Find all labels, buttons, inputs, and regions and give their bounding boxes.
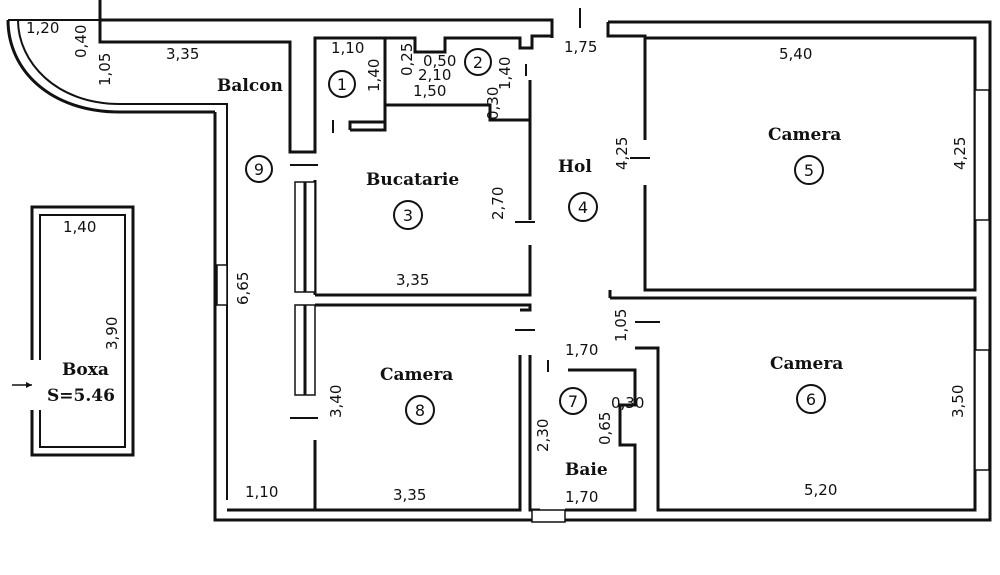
label-camera5: Camera (768, 125, 841, 145)
room-number-6: 6 (806, 390, 816, 409)
room-number-9: 9 (254, 160, 264, 179)
dim-5-20: 5,20 (804, 481, 837, 499)
room-number-2: 2 (473, 53, 483, 72)
room-labels: Balcon Bucatarie Hol Camera Camera Camer… (47, 76, 843, 480)
dim-4-25-a: 4,25 (613, 137, 631, 170)
door-marks (290, 8, 660, 419)
dim-3-35-mid: 3,35 (396, 271, 429, 289)
dim-1-40-a: 1,40 (365, 59, 383, 92)
dim-0-40: 0,40 (72, 25, 90, 58)
room-number-8: 8 (415, 401, 425, 420)
label-hol: Hol (558, 157, 592, 177)
dim-1-75: 1,75 (564, 38, 597, 56)
dim-0-50: 0,50 (423, 52, 456, 70)
dim-2-70: 2,70 (489, 187, 507, 220)
dim-3-35-top: 3,35 (166, 45, 199, 63)
dim-3-50: 3,50 (949, 385, 967, 418)
label-camera6: Camera (770, 354, 843, 374)
room-number-5: 5 (804, 161, 814, 180)
dim-3-90: 3,90 (103, 317, 121, 350)
room-number-7: 7 (568, 392, 578, 411)
dim-0-65: 0,65 (596, 412, 614, 445)
room-numbers: 1 2 9 3 4 5 6 8 7 (245, 48, 826, 425)
dim-1-40-c: 1,40 (63, 218, 96, 236)
outer-walls (6, 0, 992, 522)
dim-1-05-a: 1,05 (96, 53, 114, 86)
dim-3-40: 3,40 (327, 385, 345, 418)
dim-0-25: 0,25 (398, 43, 416, 76)
dimensions: 1,20 0,40 1,05 3,35 1,10 1,40 0,25 0,50 … (26, 19, 969, 506)
dim-1-10-a: 1,10 (331, 39, 364, 57)
dim-1-40-b: 1,40 (496, 57, 514, 90)
dim-1-05-b: 1,05 (612, 309, 630, 342)
label-baie: Baie (565, 460, 608, 480)
dim-1-70-b: 1,70 (565, 488, 598, 506)
dim-0-30-a: 0,30 (484, 87, 502, 120)
dim-1-70-a: 1,70 (565, 341, 598, 359)
room-number-4: 4 (578, 198, 588, 217)
room-number-3: 3 (403, 206, 413, 225)
dim-0-30-b: 0,30 (611, 394, 644, 412)
dim-6-65: 6,65 (234, 272, 252, 305)
windows (216, 89, 990, 471)
label-camera8: Camera (380, 365, 453, 385)
room-number-1: 1 (337, 75, 347, 94)
label-bucatarie: Bucatarie (366, 170, 459, 190)
dim-5-40: 5,40 (779, 45, 812, 63)
dim-1-20: 1,20 (26, 19, 59, 37)
label-boxa: Boxa (62, 360, 109, 380)
dim-2-10: 2,10 (418, 66, 451, 84)
dim-2-30: 2,30 (534, 419, 552, 452)
dim-1-10-b: 1,10 (245, 483, 278, 501)
dim-1-50: 1,50 (413, 82, 446, 100)
label-balcon: Balcon (217, 76, 283, 96)
dim-4-25-b: 4,25 (951, 137, 969, 170)
inner-walls (227, 36, 977, 523)
dim-3-35-bot: 3,35 (393, 486, 426, 504)
boxa-room (12, 205, 135, 457)
label-boxa-area: S=5.46 (47, 386, 115, 406)
